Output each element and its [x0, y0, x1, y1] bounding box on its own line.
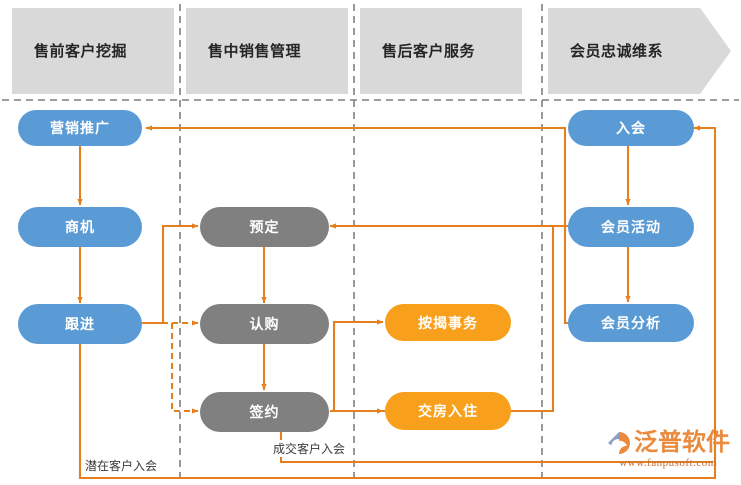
node-handover[interactable]: 交房入住: [385, 392, 511, 430]
node-analysis[interactable]: 会员分析: [568, 304, 694, 342]
label-potential-join: 潜在客户入会: [84, 457, 159, 474]
header-box-aftersale[interactable]: [360, 8, 522, 94]
node-marketing[interactable]: 营销推广: [18, 110, 142, 146]
header-box-member[interactable]: [548, 8, 731, 94]
label-closed-join: 成交客户入会: [272, 440, 347, 457]
edge-followup-to-contract-dashed: [170, 323, 199, 414]
header-lane-boxes: [12, 8, 731, 94]
edge-followup-to-join-bottom: [78, 125, 717, 480]
node-contract[interactable]: 签约: [200, 392, 329, 432]
header-box-insale[interactable]: [186, 8, 348, 94]
header-label-aftersale: 售后客户服务: [382, 43, 476, 60]
dashed-connectors: [142, 320, 199, 414]
node-activity[interactable]: 会员活动: [568, 207, 694, 247]
node-mortgage[interactable]: 按揭事务: [385, 304, 511, 341]
node-join[interactable]: 入会: [568, 110, 694, 146]
node-followup[interactable]: 跟进: [18, 304, 142, 344]
watermark-url: www.fanpusoft.com: [619, 457, 717, 469]
watermark-brand: 泛普软件: [634, 429, 730, 456]
watermark-logo: 泛普软件 www.fanpusoft.com: [606, 430, 730, 469]
edge-followup-to-booking: [142, 223, 199, 325]
node-booking[interactable]: 预定: [200, 207, 329, 247]
header-label-member: 会员忠诚维系: [570, 43, 664, 60]
fanpu-mark-icon: [608, 432, 630, 454]
edge-contract-to-mortgage: [332, 319, 384, 411]
lane-dividers: [2, 4, 739, 481]
node-opportunity[interactable]: 商机: [18, 207, 142, 247]
node-subscribe[interactable]: 认购: [200, 304, 329, 344]
header-label-insale: 售中销售管理: [208, 43, 302, 60]
header-box-presale[interactable]: [12, 8, 174, 94]
header-label-presale: 售前客户挖掘: [34, 43, 128, 60]
